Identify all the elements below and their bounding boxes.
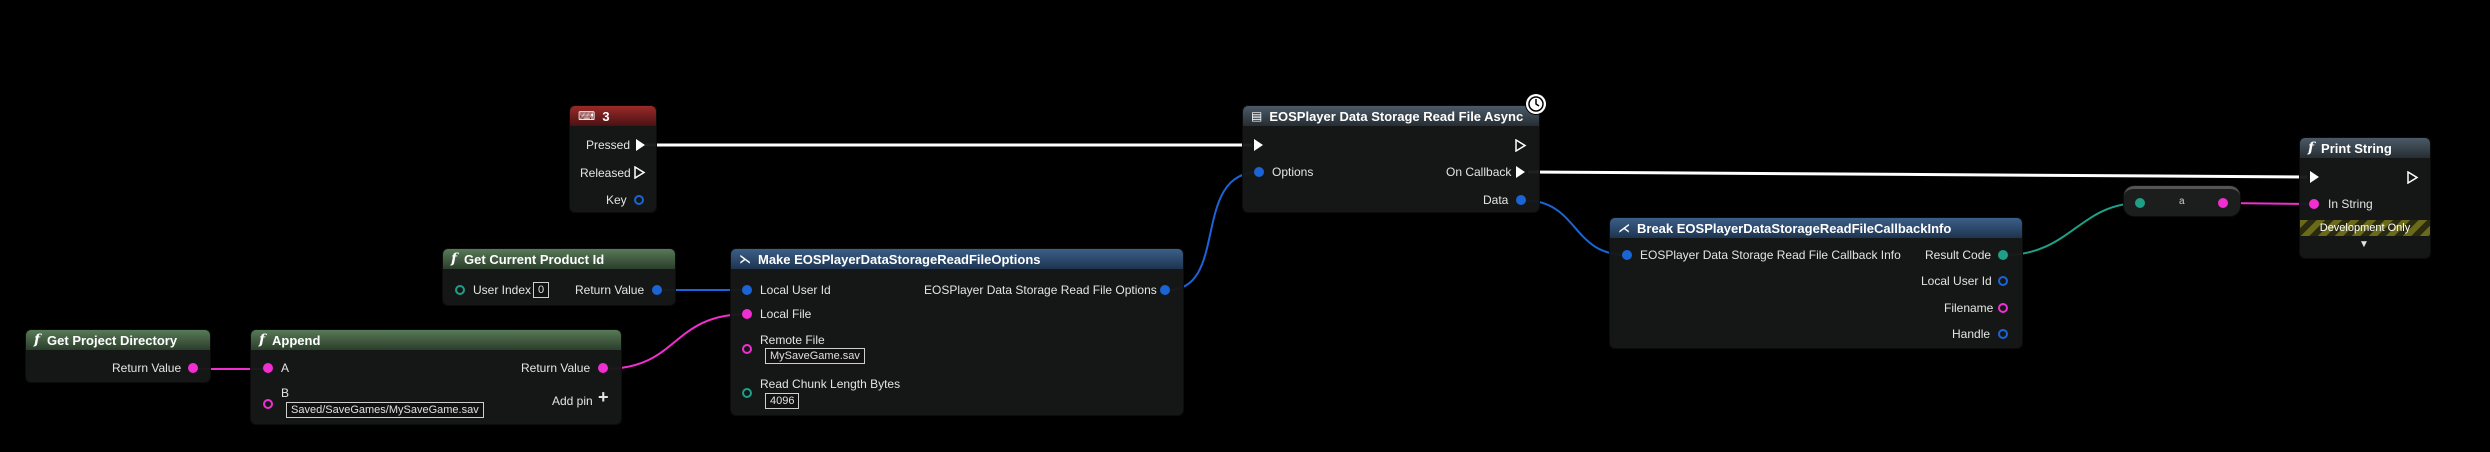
read-async-exec-out-pin[interactable] xyxy=(1515,139,1527,152)
append-a-pin[interactable] xyxy=(263,363,273,373)
print-string-header: f Print String xyxy=(2300,138,2430,158)
result-code-pin[interactable] xyxy=(1998,250,2008,260)
handle-pin[interactable] xyxy=(1998,329,2008,339)
read-file-async-title: EOSPlayer Data Storage Read File Async xyxy=(1269,108,1524,124)
get-project-directory-title: Get Project Directory xyxy=(47,332,178,348)
data-label: Data xyxy=(1483,193,1509,207)
read-chunk-input[interactable]: 4096 xyxy=(765,393,800,409)
released-label: Released xyxy=(580,166,631,180)
get-project-directory-node[interactable]: f Get Project Directory xyxy=(26,330,210,382)
key-3-title: 3 xyxy=(602,108,610,124)
conversion-label: a xyxy=(2179,196,2185,207)
key-3-header: ⌨3 xyxy=(570,106,656,126)
chevron-down-icon[interactable]: ▼ xyxy=(2359,239,2369,250)
gpd-return-value-label: Return Value xyxy=(112,361,182,375)
remote-file-label: Remote File xyxy=(760,333,825,347)
conversion-input-pin[interactable] xyxy=(2135,198,2145,208)
function-icon: f xyxy=(259,332,266,348)
append-return-value-label: Return Value xyxy=(521,361,591,375)
released-exec-pin[interactable] xyxy=(634,166,646,179)
print-string-exec-out-pin[interactable] xyxy=(2407,171,2419,184)
user-index-input[interactable]: 0 xyxy=(533,282,550,298)
pressed-label: Pressed xyxy=(586,138,631,152)
remote-file-pin[interactable] xyxy=(742,344,752,354)
print-string-title: Print String xyxy=(2321,140,2392,156)
read-chunk-label: Read Chunk Length Bytes xyxy=(760,377,901,391)
options-label: Options xyxy=(1272,165,1314,179)
wire-append-to-localfile xyxy=(603,313,749,370)
append-b-pin[interactable] xyxy=(263,399,273,409)
in-string-label: In String xyxy=(2328,197,2373,211)
get-current-product-id-title: Get Current Product Id xyxy=(464,251,605,267)
handle-label: Handle xyxy=(1952,327,1991,341)
break-callback-info-header: ⋌ Break EOSPlayerDataStorageReadFileCallb… xyxy=(1610,218,2022,238)
add-pin-plus-icon[interactable]: + xyxy=(598,387,609,407)
get-project-directory-header: f Get Project Directory xyxy=(26,330,210,350)
break-callback-info-title: Break EOSPlayerDataStorageReadFileCallba… xyxy=(1637,220,1952,236)
wire-data-to-break xyxy=(1521,199,1628,256)
async-icon: ▤ xyxy=(1251,109,1263,123)
make-read-file-options-node[interactable]: ⋋ Make EOSPlayerDataStorageReadFileOption… xyxy=(731,249,1183,415)
add-pin-label[interactable]: Add pin xyxy=(552,394,593,408)
local-user-id-label: Local User Id xyxy=(760,283,831,297)
read-file-async-node[interactable]: ▤ EOSPlayer Data Storage Read File Async xyxy=(1243,106,1539,212)
make-read-file-options-title: Make EOSPlayerDataStorageReadFileOptions xyxy=(758,251,1041,267)
clock-icon xyxy=(1526,94,1546,114)
gcpi-return-value-pin[interactable] xyxy=(652,285,662,295)
key-label: Key xyxy=(606,193,627,207)
read-file-options-output-label: EOSPlayer Data Storage Read File Options xyxy=(924,283,1157,297)
break-local-user-id-pin[interactable] xyxy=(1998,276,2008,286)
break-callback-info-node[interactable]: ⋌ Break EOSPlayerDataStorageReadFileCallb… xyxy=(1610,218,2022,348)
print-string-exec-in-pin[interactable] xyxy=(2310,171,2319,183)
local-user-id-pin[interactable] xyxy=(742,285,752,295)
break-local-user-id-label: Local User Id xyxy=(1921,274,1992,288)
wire-options-to-readasync xyxy=(1167,171,1260,291)
development-only-banner: Development Only xyxy=(2300,220,2430,236)
append-title: Append xyxy=(272,332,321,348)
in-string-pin[interactable] xyxy=(2309,199,2319,209)
function-icon: f xyxy=(451,251,458,267)
callback-info-input-label: EOSPlayer Data Storage Read File Callbac… xyxy=(1640,248,1901,262)
keyboard-icon: ⌨ xyxy=(578,109,596,123)
filename-label: Filename xyxy=(1944,301,1994,315)
read-file-options-output-pin[interactable] xyxy=(1160,285,1170,295)
wire-resultcode-to-reroute xyxy=(2004,202,2141,256)
user-index-pin[interactable] xyxy=(455,285,465,295)
append-b-label: B xyxy=(281,386,290,400)
on-callback-exec-pin[interactable] xyxy=(1516,166,1525,178)
append-header: f Append xyxy=(251,330,621,350)
function-icon: f xyxy=(2308,140,2315,156)
function-icon: f xyxy=(34,332,41,348)
read-chunk-pin[interactable] xyxy=(742,388,752,398)
on-callback-label: On Callback xyxy=(1446,165,1512,179)
callback-info-input-pin[interactable] xyxy=(1622,250,1632,260)
read-async-exec-in-pin[interactable] xyxy=(1254,139,1263,151)
print-string-node[interactable]: f Print String xyxy=(2300,138,2430,258)
make-read-file-options-header: ⋋ Make EOSPlayerDataStorageReadFileOption… xyxy=(731,249,1183,269)
key-3-event-node[interactable]: ⌨3 xyxy=(570,106,656,212)
pressed-exec-pin[interactable] xyxy=(636,139,645,151)
filename-pin[interactable] xyxy=(1998,303,2008,313)
append-return-value-pin[interactable] xyxy=(598,363,608,373)
gpd-return-value-pin[interactable] xyxy=(188,363,198,373)
append-b-input[interactable]: Saved/SaveGames/MySaveGame.sav xyxy=(286,402,484,418)
append-a-label: A xyxy=(281,361,290,375)
local-file-label: Local File xyxy=(760,307,812,321)
remote-file-input[interactable]: MySaveGame.sav xyxy=(765,348,865,364)
read-file-async-header: ▤ EOSPlayer Data Storage Read File Async xyxy=(1243,106,1539,126)
get-current-product-id-node[interactable]: f Get Current Product Id xyxy=(443,249,675,305)
data-pin[interactable] xyxy=(1516,195,1526,205)
break-icon: ⋌ xyxy=(1618,221,1630,235)
user-index-label: User Index xyxy=(473,283,532,297)
local-file-pin[interactable] xyxy=(742,309,752,319)
get-current-product-id-header: f Get Current Product Id xyxy=(443,249,675,269)
exec-wire-callback-to-printstring xyxy=(1527,170,2308,179)
conversion-output-pin[interactable] xyxy=(2218,198,2228,208)
gcpi-return-value-label: Return Value xyxy=(575,283,645,297)
struct-icon: ⋋ xyxy=(739,252,751,266)
key-pin[interactable] xyxy=(634,195,644,205)
options-pin[interactable] xyxy=(1254,167,1264,177)
result-code-label: Result Code xyxy=(1925,248,1992,262)
